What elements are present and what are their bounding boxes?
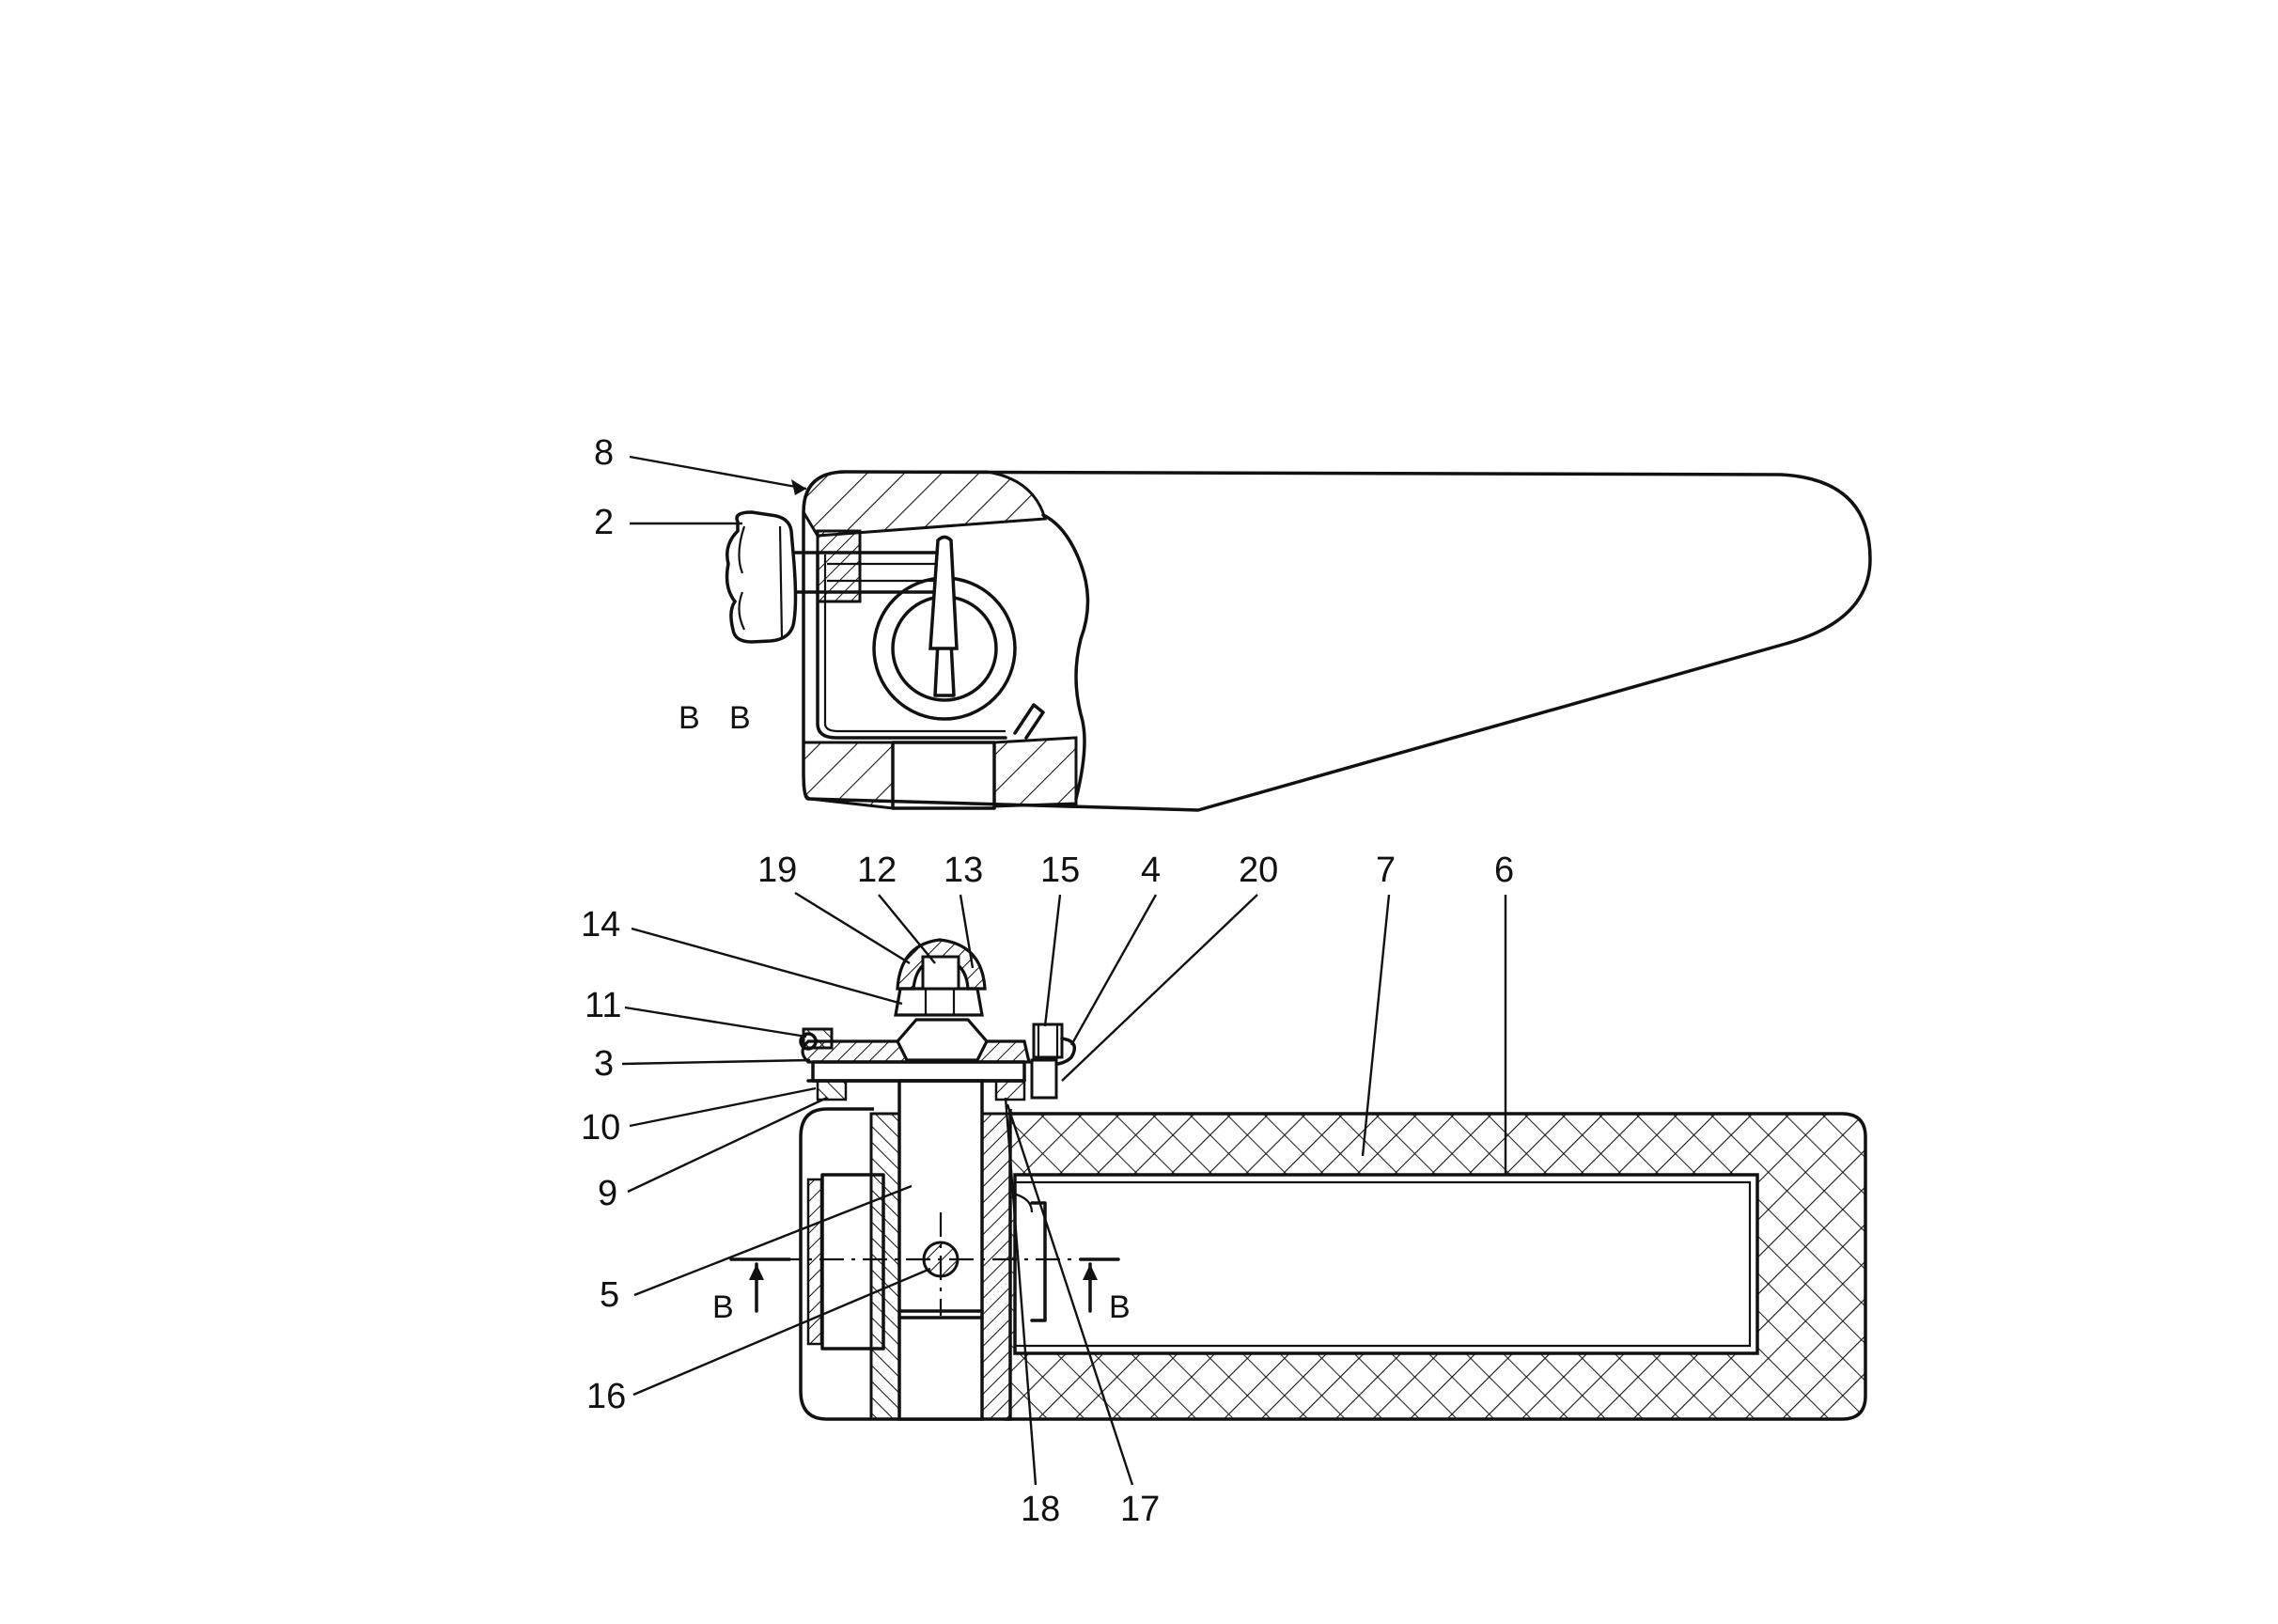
section-view: 19 12 13 15 4 20 7 6 14 11 3 10 9 5 16 1… [581, 851, 1867, 1529]
star-knob [725, 510, 798, 644]
upper-hatch-band [802, 470, 1047, 538]
label-13: 13 [944, 851, 983, 890]
label-17: 17 [1120, 1490, 1160, 1529]
label-8: 8 [594, 433, 614, 473]
label-15: 15 [1040, 851, 1080, 890]
lower-hatch-band-left [802, 741, 895, 810]
hex-nut-14 [894, 987, 984, 1017]
section-marker-b-2: B [729, 700, 751, 736]
label-5: 5 [600, 1275, 619, 1315]
label-12: 12 [857, 851, 897, 890]
label-2: 2 [594, 503, 614, 542]
cutaway-break-line [1041, 513, 1090, 801]
lower-hatch-band-right [992, 736, 1078, 808]
tube-wall-left [869, 1112, 901, 1421]
tube-wall-right [980, 1112, 1012, 1421]
top-view: 8 2 B B [594, 433, 1872, 812]
left-bolt [802, 1027, 834, 1050]
label-16: 16 [586, 1377, 626, 1416]
label-11: 11 [585, 986, 621, 1025]
screw-shaft [788, 551, 951, 594]
inner-cavity [1013, 1173, 1759, 1355]
label-19: 19 [757, 851, 797, 890]
leader-lines [621, 891, 1507, 1486]
stud-12 [921, 955, 960, 991]
threaded-bushing [816, 529, 862, 603]
clamp-lever [928, 535, 959, 650]
label-20: 20 [1239, 851, 1278, 890]
section-marker-b-right: B [1109, 1289, 1131, 1325]
right-bolt [1032, 1023, 1064, 1059]
label-6: 6 [1494, 851, 1514, 890]
label-14: 14 [581, 905, 620, 945]
label-9: 9 [598, 1174, 617, 1213]
cone-seat [896, 1018, 989, 1062]
label-10: 10 [581, 1108, 620, 1148]
label-18: 18 [1021, 1490, 1060, 1529]
label-7: 7 [1376, 851, 1396, 890]
leader-8 [629, 455, 807, 491]
label-3: 3 [594, 1044, 614, 1084]
label-4: 4 [1141, 851, 1161, 890]
housing-box [816, 553, 1007, 740]
section-marker-b-left: B [712, 1289, 734, 1325]
section-marker-b-1: B [679, 700, 700, 736]
